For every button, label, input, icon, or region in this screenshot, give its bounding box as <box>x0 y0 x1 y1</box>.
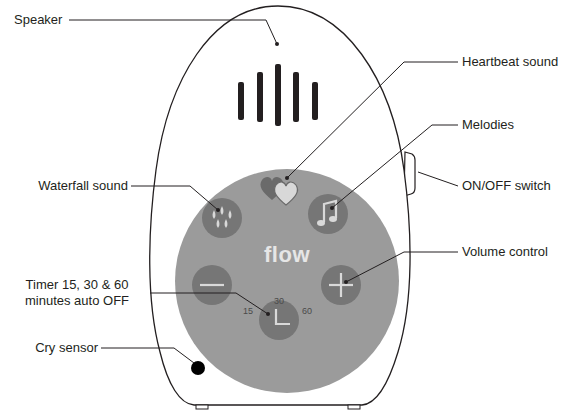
part-label: Waterfall sound <box>38 178 128 194</box>
part-label: Speaker <box>14 12 62 28</box>
housing <box>150 6 410 405</box>
buttons <box>192 194 361 340</box>
waterfall-icon <box>213 206 232 228</box>
cry-sensor <box>191 361 205 375</box>
brand-name: flow <box>264 243 310 267</box>
timer-icon <box>276 309 290 324</box>
part-label: Heartbeat sound <box>462 54 558 70</box>
speaker-grille <box>238 64 318 126</box>
plus-icon <box>329 273 353 297</box>
part-label: Melodies <box>462 117 514 133</box>
timer-mark: 30 <box>274 296 284 306</box>
foot <box>348 405 360 409</box>
leader-dots <box>216 42 348 316</box>
timer-mark: 60 <box>302 306 312 316</box>
heart-icon <box>274 182 297 205</box>
part-label: Cry sensor <box>35 340 98 356</box>
part-label: Volume control <box>462 244 548 260</box>
foot <box>196 405 208 409</box>
minus-icon <box>200 284 224 286</box>
part-label: Timer 15, 30 & 60 minutes auto OFF <box>6 277 148 309</box>
part-label: ON/OFF switch <box>462 178 551 194</box>
timer-mark: 15 <box>243 306 253 316</box>
melody-icon <box>317 201 337 226</box>
